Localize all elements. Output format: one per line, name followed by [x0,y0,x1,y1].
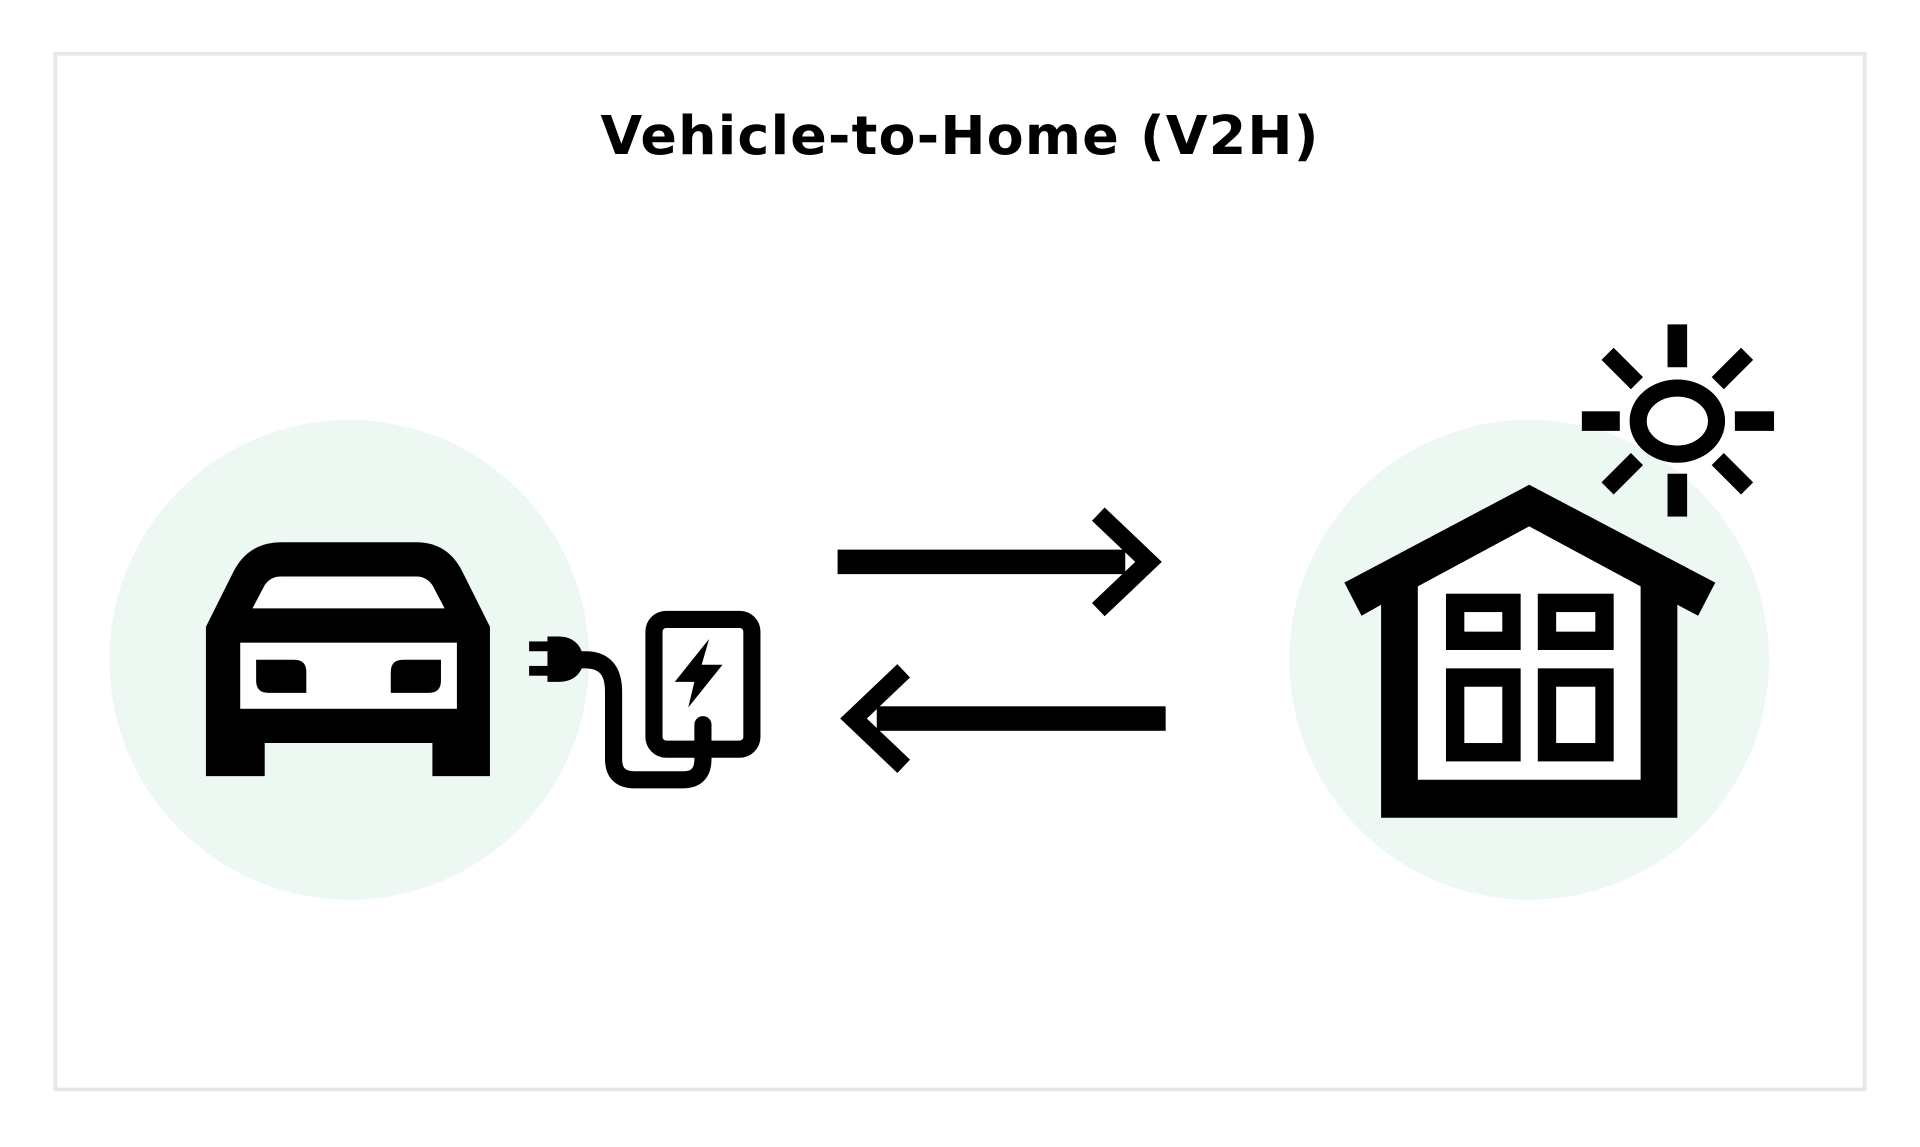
arrow-right-icon [837,507,1162,617]
frame [53,52,1867,1092]
diagram-title: Vehicle-to-Home (V2H) [600,104,1319,167]
charger-icon [529,610,761,789]
house-icon [1344,484,1716,818]
car-icon [205,542,490,777]
sun-icon [1581,324,1775,517]
arrow-left-icon [840,664,1166,773]
